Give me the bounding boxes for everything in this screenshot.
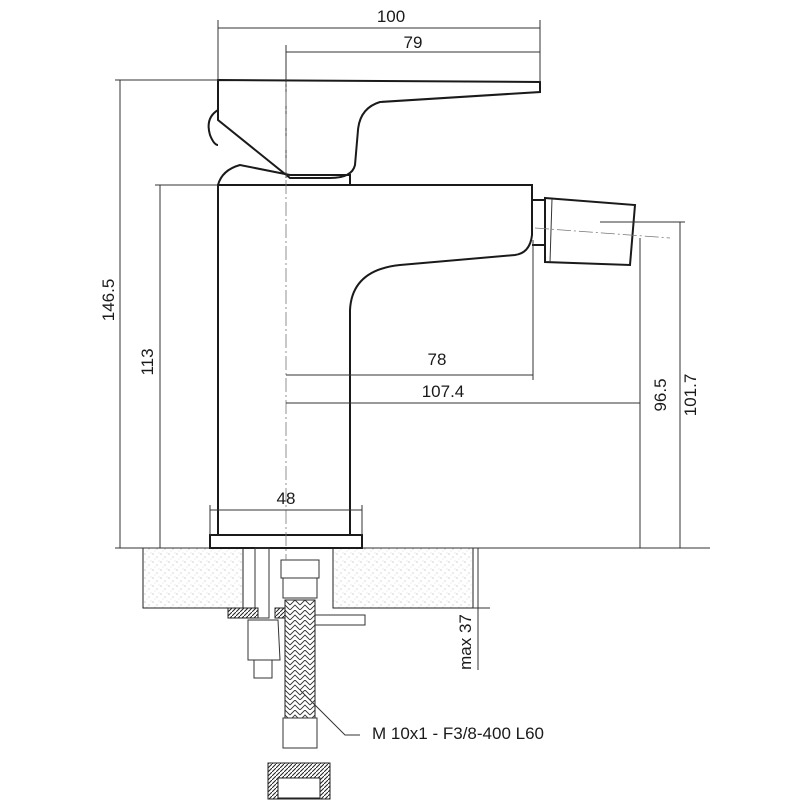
aerator-axis <box>534 227 671 239</box>
dimension-lines <box>115 20 685 736</box>
flexible-hose <box>267 559 331 800</box>
dim-aerator-reach: 107.4 <box>422 382 465 401</box>
dim-spout-reach: 78 <box>428 350 447 369</box>
dim-overall-height: 146.5 <box>99 279 118 322</box>
dim-max-counter-thickness: max 37 <box>456 614 475 670</box>
faucet-body <box>207 78 637 549</box>
dim-aerator-height-high: 101.7 <box>681 374 700 417</box>
countertop <box>115 547 710 609</box>
hose-spec-label: M 10x1 - F3/8-400 L60 <box>372 724 544 743</box>
dim-lever-length: 79 <box>404 33 423 52</box>
dim-aerator-height-low: 96.5 <box>651 378 670 411</box>
mounting-stud <box>227 547 366 679</box>
dim-body-height: 113 <box>138 348 157 375</box>
dim-overall-width: 100 <box>377 7 405 26</box>
dim-base-diameter: 48 <box>277 489 296 508</box>
